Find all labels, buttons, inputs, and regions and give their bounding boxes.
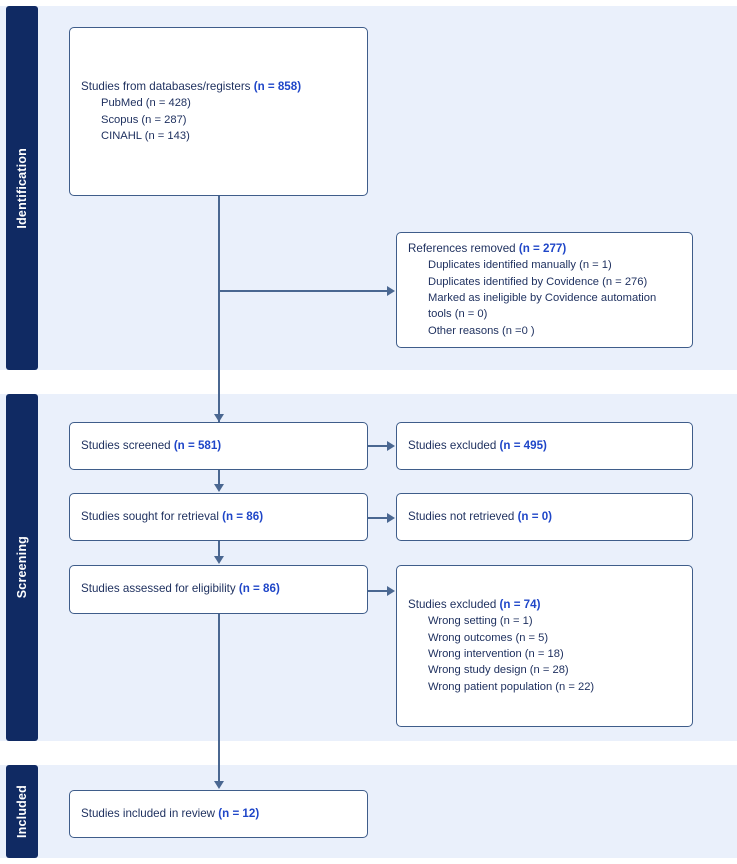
node-records-identified-title: Studies from databases/registers (n = 85… bbox=[81, 79, 302, 93]
node-reports-not-retrieved-count: (n = 0) bbox=[517, 509, 553, 523]
list-item: Marked as ineligible by Covidence automa… bbox=[428, 292, 657, 321]
arrow-into-screened bbox=[214, 414, 224, 422]
list-item: CINAHL (n = 143) bbox=[101, 129, 190, 142]
node-records-screened-title: Studies screened (n = 581) bbox=[81, 438, 222, 452]
node-records-removed-count: (n = 277) bbox=[518, 241, 567, 255]
node-reports-not-retrieved[interactable]: Studies not retrieved (n = 0) bbox=[396, 493, 693, 541]
stage-label-included: Included bbox=[6, 765, 38, 858]
list-item: Duplicates identified by Covidence (n = … bbox=[428, 275, 648, 288]
node-reports-sought-count: (n = 86) bbox=[222, 509, 264, 523]
node-records-screened-count: (n = 581) bbox=[173, 438, 222, 452]
list-item: Other reasons (n =0 ) bbox=[428, 324, 535, 337]
node-reports-assessed-count: (n = 86) bbox=[238, 582, 280, 596]
arrow-into-references-removed bbox=[387, 286, 395, 296]
stage-label-identification: Identification bbox=[6, 6, 38, 370]
node-reports-assessed-title: Studies assessed for eligibility (n = 86… bbox=[81, 582, 280, 596]
connector-identified-trunk bbox=[218, 196, 220, 422]
node-reports-excluded[interactable]: Studies excluded (n = 74) Wrong setting … bbox=[396, 565, 693, 727]
stage-label-identification-text: Identification bbox=[15, 147, 29, 229]
list-item: Duplicates identified manually (n = 1) bbox=[428, 259, 612, 272]
connector-to-references-removed bbox=[218, 290, 388, 292]
node-reports-assessed[interactable]: Studies assessed for eligibility (n = 86… bbox=[69, 565, 368, 614]
node-records-removed-title: References removed (n = 277) bbox=[408, 241, 567, 255]
arrow-into-not-retrieved bbox=[387, 513, 395, 523]
node-reports-sought[interactable]: Studies sought for retrieval (n = 86) bbox=[69, 493, 368, 541]
connector-sought-to-not-retrieved bbox=[368, 517, 388, 519]
connector-screened-to-sought bbox=[218, 470, 220, 485]
node-records-identified[interactable]: Studies from databases/registers (n = 85… bbox=[69, 27, 368, 196]
node-records-identified-list: PubMed (n = 428) Scopus (n = 287) CINAHL… bbox=[81, 95, 356, 144]
list-item: Wrong setting (n = 1) bbox=[428, 615, 533, 628]
list-item: Scopus (n = 287) bbox=[101, 113, 187, 126]
list-item: PubMed (n = 428) bbox=[101, 97, 191, 110]
connector-sought-to-assessed bbox=[218, 541, 220, 557]
list-item: Wrong patient population (n = 22) bbox=[428, 680, 595, 693]
stage-label-included-text: Included bbox=[15, 785, 29, 838]
node-reports-not-retrieved-title: Studies not retrieved (n = 0) bbox=[408, 509, 553, 523]
list-item: Wrong outcomes (n = 5) bbox=[428, 631, 549, 644]
node-records-screened[interactable]: Studies screened (n = 581) bbox=[69, 422, 368, 470]
arrow-into-assessed bbox=[214, 556, 224, 564]
connector-assessed-to-reports-excluded bbox=[368, 590, 388, 592]
arrow-into-studies-excluded bbox=[387, 441, 395, 451]
node-reports-excluded-count: (n = 74) bbox=[499, 597, 541, 611]
node-reports-excluded-list: Wrong setting (n = 1) Wrong outcomes (n … bbox=[408, 613, 681, 695]
connector-assessed-to-included bbox=[218, 614, 220, 782]
list-item: Wrong intervention (n = 18) bbox=[428, 648, 564, 661]
arrow-into-included bbox=[214, 781, 224, 789]
arrow-into-sought bbox=[214, 484, 224, 492]
list-item: Wrong study design (n = 28) bbox=[428, 664, 569, 677]
connector-screened-to-excluded bbox=[368, 445, 388, 447]
node-studies-included-count: (n = 12) bbox=[218, 806, 260, 820]
node-records-excluded-count: (n = 495) bbox=[499, 438, 547, 452]
node-records-excluded[interactable]: Studies excluded (n = 495) bbox=[396, 422, 693, 470]
node-records-identified-count: (n = 858) bbox=[253, 79, 302, 93]
node-studies-included[interactable]: Studies included in review (n = 12) bbox=[69, 790, 368, 838]
node-records-removed-list: Duplicates identified manually (n = 1) D… bbox=[408, 257, 681, 339]
arrow-into-reports-excluded bbox=[387, 586, 395, 596]
stage-label-screening: Screening bbox=[6, 394, 38, 741]
stage-label-screening-text: Screening bbox=[15, 536, 29, 599]
node-reports-sought-title: Studies sought for retrieval (n = 86) bbox=[81, 509, 264, 523]
node-studies-included-title: Studies included in review (n = 12) bbox=[81, 806, 260, 820]
node-records-excluded-title: Studies excluded (n = 495) bbox=[408, 438, 547, 452]
node-reports-excluded-title: Studies excluded (n = 74) bbox=[408, 597, 541, 611]
node-records-removed[interactable]: References removed (n = 277) Duplicates … bbox=[396, 232, 693, 348]
